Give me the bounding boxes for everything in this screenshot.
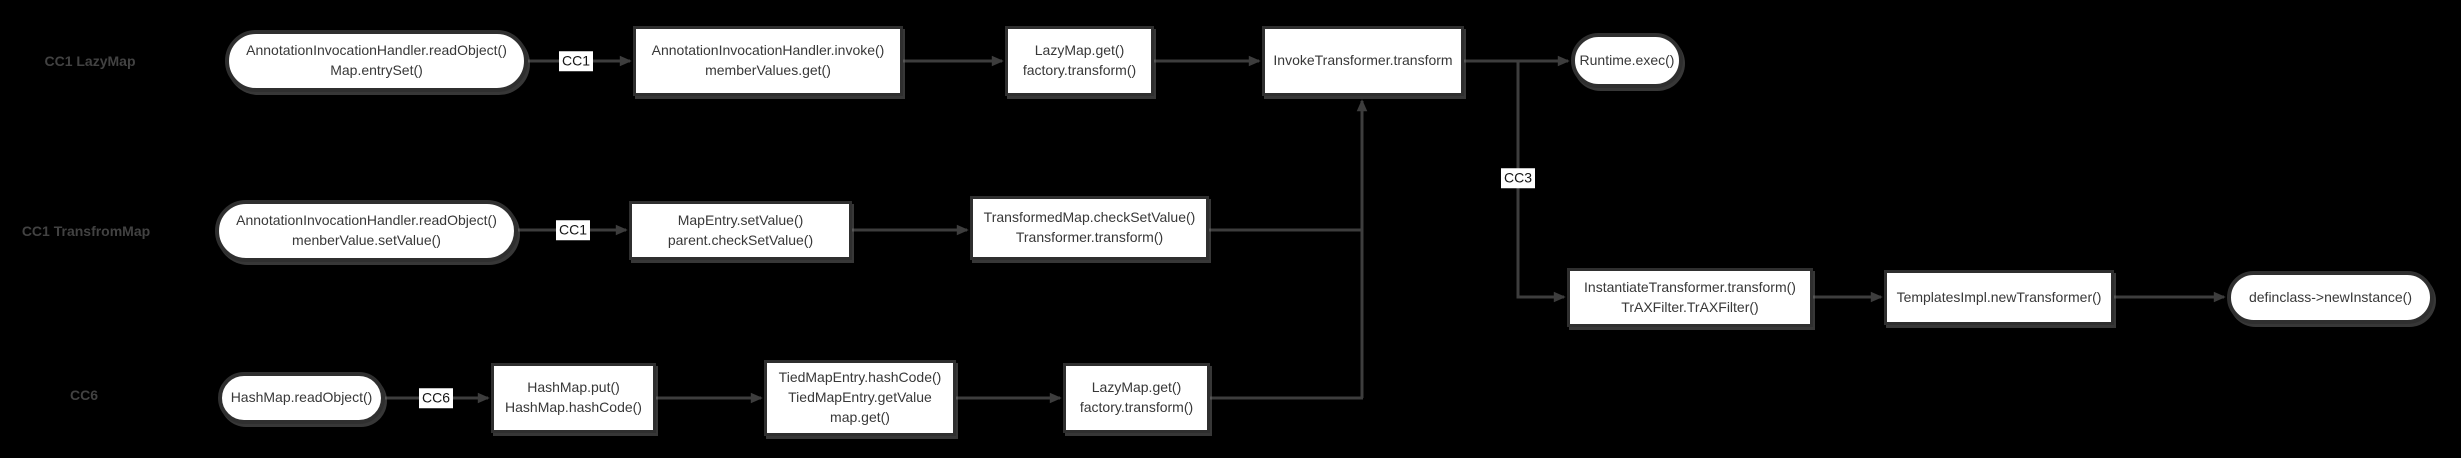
row-label-cc6: CC6 <box>69 387 99 403</box>
node-invoketransformer-transform: InvokeTransformer.transform <box>1262 26 1464 96</box>
node-text-line: TiedMapEntry.hashCode() <box>778 369 942 386</box>
node-text-line: HashMap.hashCode() <box>505 399 642 415</box>
row-label-cc1-lazymap: CC1 LazyMap <box>44 53 136 69</box>
node-text-line: MapEntry.setValue() <box>677 211 804 228</box>
node-text-line: TemplatesImpl.newTransformer() <box>1896 288 2102 305</box>
node-text-line: InvokeTransformer.transform <box>1273 52 1453 69</box>
node-text-line: menberValue.setValue() <box>292 232 441 248</box>
edge-tag-cc3: CC3 <box>1500 168 1536 188</box>
node-templatesimpl-newtransformer: TemplatesImpl.newTransformer() <box>1884 270 2114 325</box>
node-text-line: memberValues.get() <box>705 62 831 78</box>
node-readobject-entryset: AnnotationInvocationHandler.readObject()… <box>225 30 528 92</box>
node-text-line: AnnotationInvocationHandler.readObject() <box>236 212 497 229</box>
node-transformedmap-checksetvalue: TransformedMap.checkSetValue() Transforme… <box>970 196 1209 260</box>
node-text-line: AnnotationInvocationHandler.invoke() <box>651 42 885 59</box>
node-lazymap-get-row1: LazyMap.get() factory.transform() <box>1005 26 1154 96</box>
node-text-line: factory.transform() <box>1022 62 1137 78</box>
node-text-line: HashMap.readObject() <box>230 389 373 406</box>
node-text-line: LazyMap.get() <box>1034 42 1125 59</box>
node-text-line: map.get() <box>830 408 890 425</box>
node-text-line: factory.transform() <box>1079 399 1194 415</box>
node-tiedmapentry-hashcode: TiedMapEntry.hashCode() TiedMapEntry.getV… <box>764 360 956 436</box>
node-text-line: AnnotationInvocationHandler.readObject() <box>246 42 507 59</box>
edge-tag-cc6: CC6 <box>418 388 454 408</box>
node-text-line: TransformedMap.checkSetValue() <box>983 209 1196 226</box>
node-text-line: TrAXFilter.TrAXFilter() <box>1621 298 1759 315</box>
node-text-line: definclass->newInstance() <box>2248 288 2413 305</box>
node-definclass-newinstance: definclass->newInstance() <box>2227 271 2434 324</box>
edge-tag-cc1-row2: CC1 <box>555 220 591 240</box>
edge-cc3-branch <box>1516 61 1566 303</box>
node-text-line: InstantiateTransformer.transform() <box>1584 278 1796 295</box>
node-instantiatetransformer-transform: InstantiateTransformer.transform() TrAXFi… <box>1567 268 1813 327</box>
node-text-line: Map.entrySet() <box>330 62 423 78</box>
node-text-line: TiedMapEntry.getValue <box>788 389 932 406</box>
node-runtime-exec: Runtime.exec() <box>1571 33 1683 88</box>
edge-tag-cc1-row1: CC1 <box>558 51 594 71</box>
node-text-line: Runtime.exec() <box>1579 51 1675 68</box>
node-text-line: parent.checkSetValue() <box>667 231 814 248</box>
node-invoke-membervalues: AnnotationInvocationHandler.invoke() memb… <box>633 26 903 96</box>
row-label-cc1-transfrommap: CC1 TransfromMap <box>21 223 151 239</box>
node-text-line: Transformer.transform() <box>1015 229 1164 245</box>
node-text-line: HashMap.put() <box>527 379 620 396</box>
node-hashmap-readobject: HashMap.readObject() <box>218 372 385 424</box>
node-readobject-setvalue: AnnotationInvocationHandler.readObject()… <box>215 200 518 262</box>
node-mapentry-setvalue: MapEntry.setValue() parent.checkSetValue(… <box>629 201 852 260</box>
node-lazymap-get-row3: LazyMap.get() factory.transform() <box>1063 363 1210 433</box>
node-text-line: LazyMap.get() <box>1091 379 1182 396</box>
node-hashmap-put: HashMap.put() HashMap.hashCode() <box>491 363 656 433</box>
